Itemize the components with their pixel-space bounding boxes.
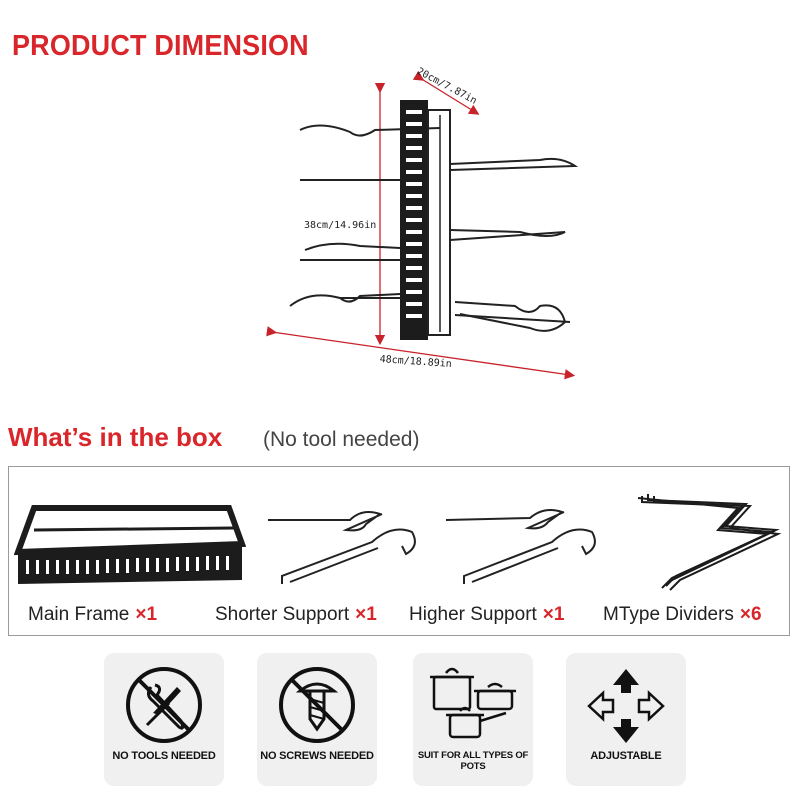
higher-support-image <box>440 502 600 597</box>
product-dimension-diagram: 20cm/7.87in 38cm/14.96in 48cm/18.89in <box>260 66 600 380</box>
box-contents-panel <box>8 466 790 636</box>
no-tools-icon <box>126 667 202 743</box>
item-higher-support: Higher Support×1 <box>409 604 564 626</box>
page-title: PRODUCT DIMENSION <box>12 30 309 62</box>
feature-label: NO SCREWS NEEDED <box>260 750 374 762</box>
item-shorter-support: Shorter Support×1 <box>215 604 377 626</box>
adjustable-arrows-icon <box>587 669 665 743</box>
feature-no-screws: NO SCREWS NEEDED <box>257 653 377 786</box>
feature-no-tools: NO TOOLS NEEDED <box>104 653 224 786</box>
feature-label: NO TOOLS NEEDED <box>112 750 216 762</box>
item-qty: ×1 <box>355 604 377 625</box>
item-main-frame: Main Frame×1 <box>28 604 157 626</box>
feature-adjustable: ADJUSTABLE <box>566 653 686 786</box>
box-heading: What’s in the box <box>8 422 223 452</box>
rack-illustration <box>266 70 579 380</box>
item-label: Shorter Support <box>215 604 350 625</box>
shorter-support-image <box>262 502 422 597</box>
item-label: Higher Support <box>409 604 537 625</box>
item-qty: ×1 <box>542 604 565 625</box>
mtype-divider-image <box>632 488 782 598</box>
height-label: 38cm/14.96in <box>304 220 377 231</box>
feature-label: ADJUSTABLE <box>590 750 662 762</box>
feature-all-pots: SUIT FOR ALL TYPES OF POTS <box>413 653 533 786</box>
feature-label: SUIT FOR ALL TYPES OF POTS <box>417 750 529 772</box>
no-screws-icon <box>279 667 355 743</box>
box-subheading: (No tool needed) <box>263 428 420 451</box>
item-label: MType Dividers <box>603 604 734 625</box>
item-label: Main Frame <box>28 604 130 625</box>
item-qty: ×6 <box>739 604 762 625</box>
item-mtype-dividers: MType Dividers×6 <box>603 604 762 626</box>
main-frame-image <box>13 500 247 590</box>
pots-icon <box>430 667 516 739</box>
item-qty: ×1 <box>135 604 158 625</box>
